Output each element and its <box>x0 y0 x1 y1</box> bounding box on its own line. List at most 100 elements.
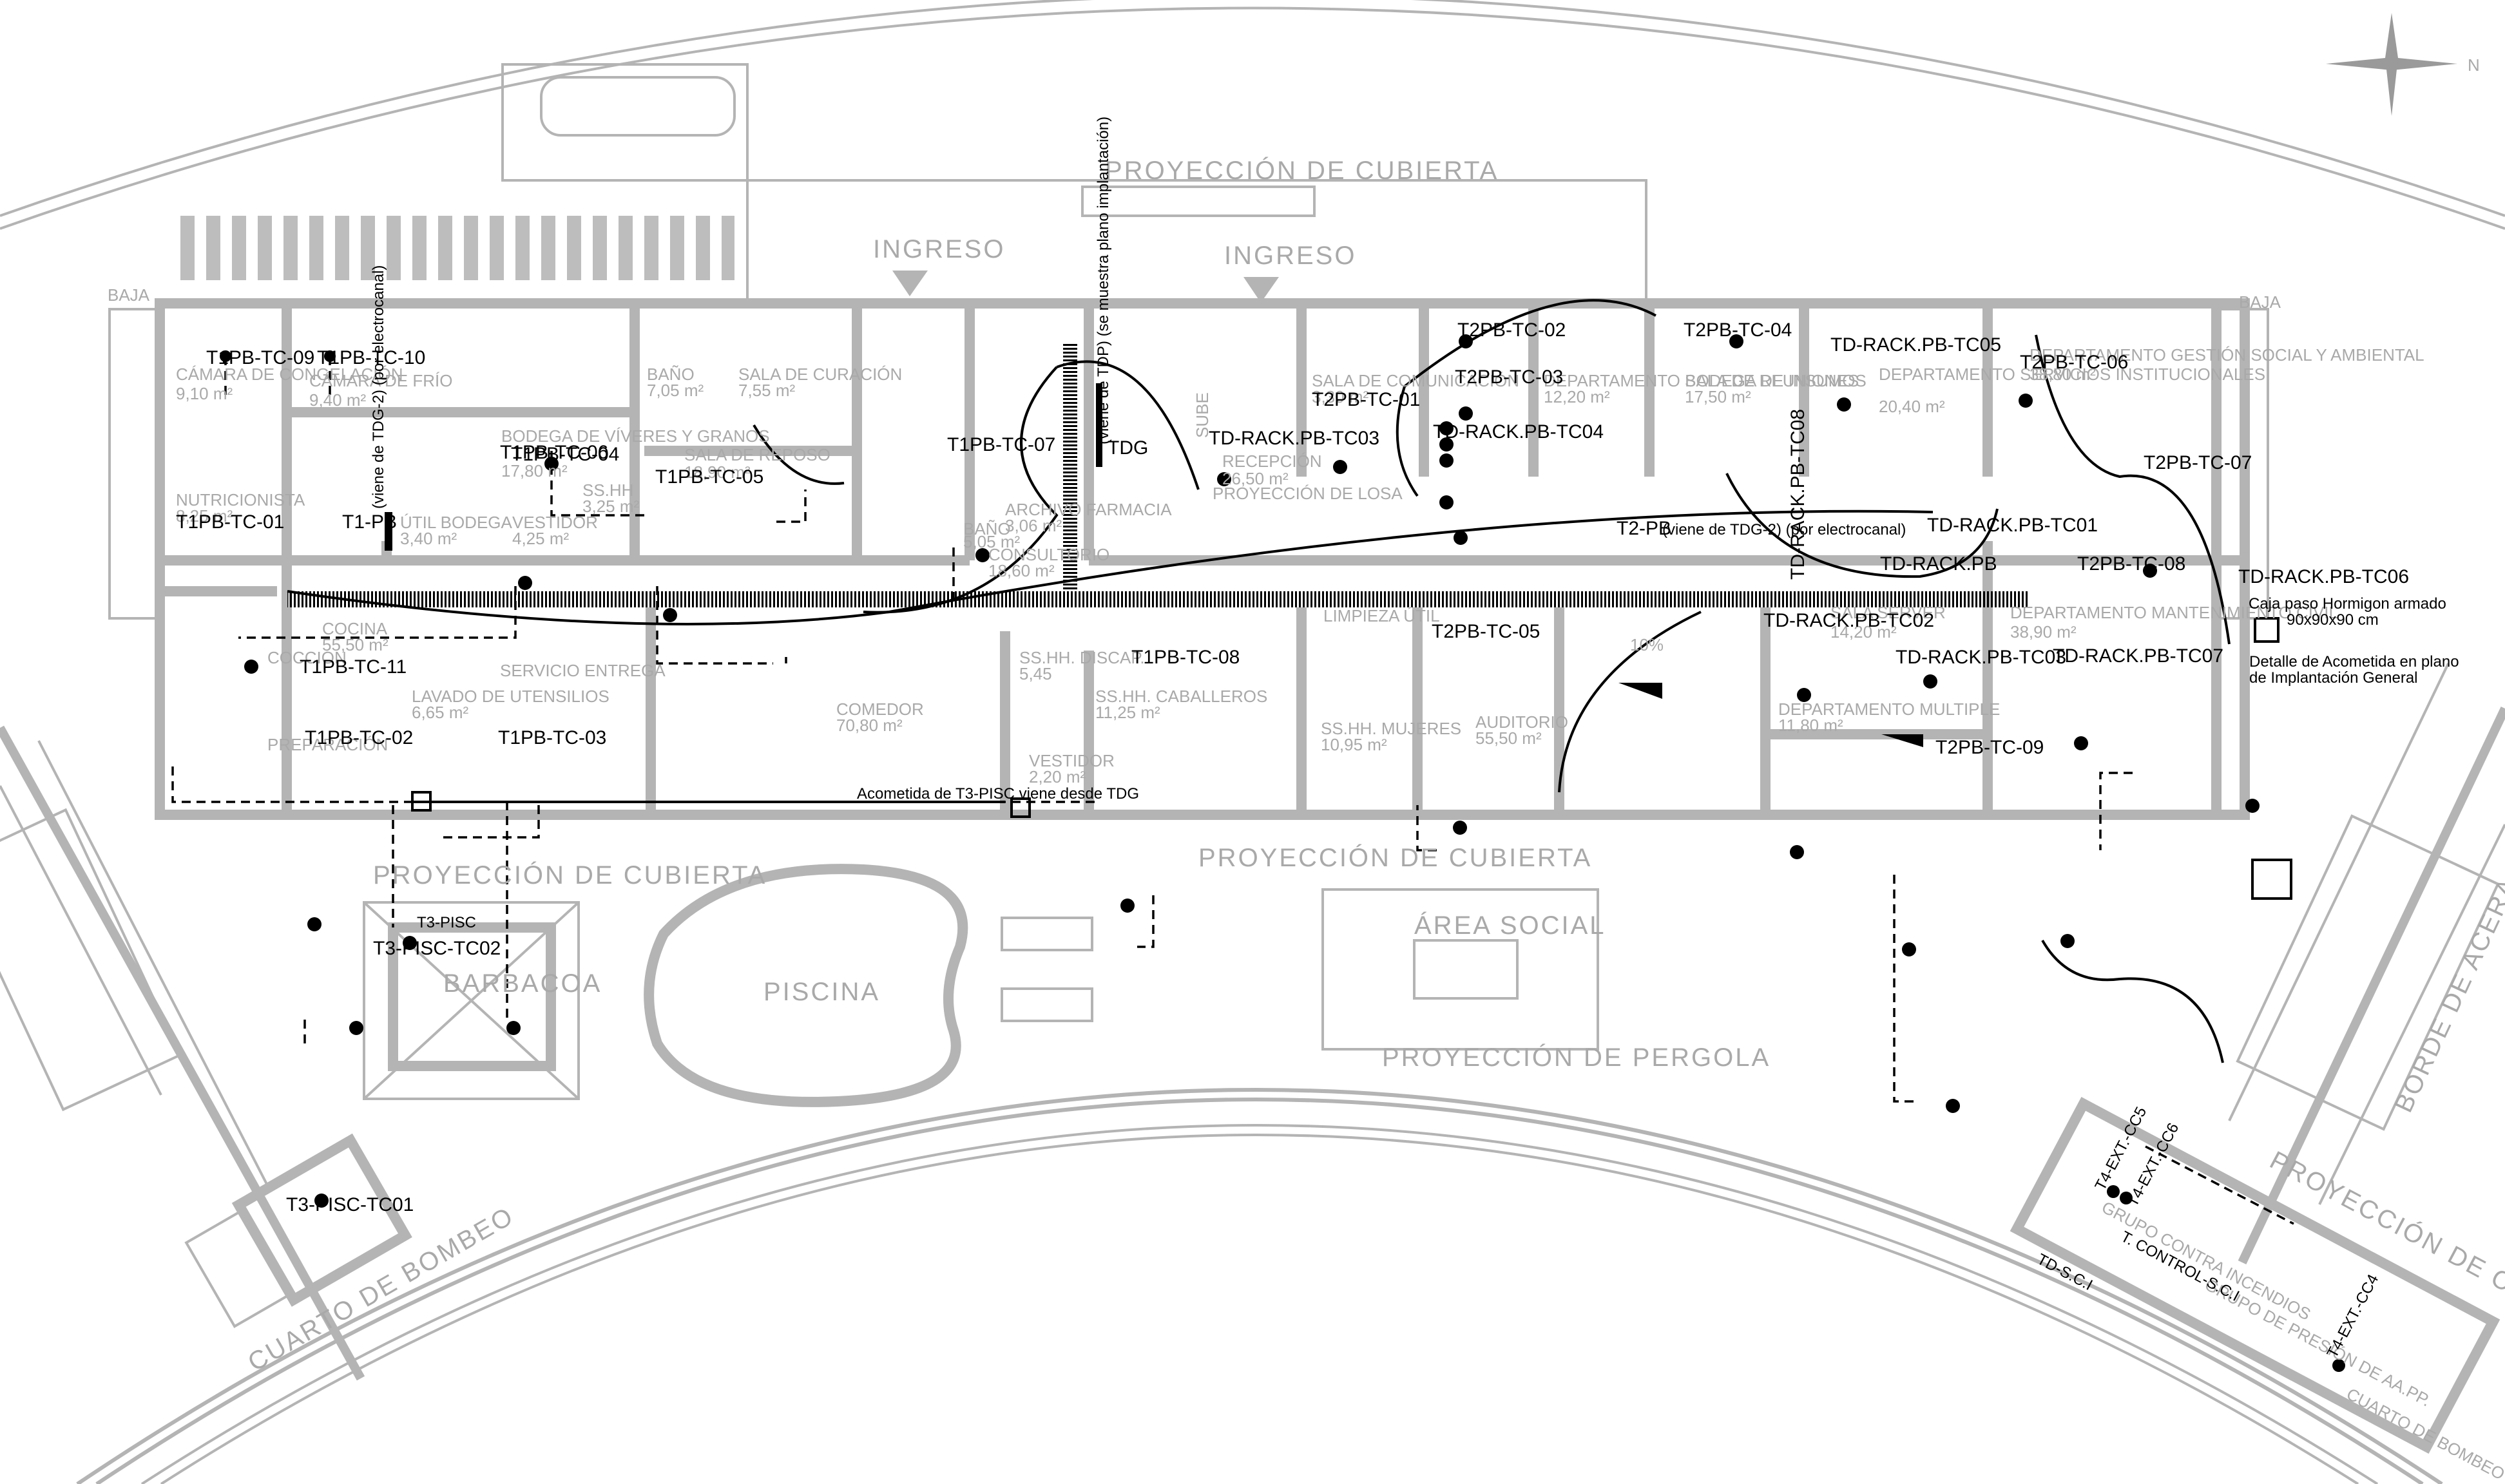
circuit-label: T1PB-TC-05 <box>655 466 763 488</box>
circuit-label: TDG <box>1108 437 1148 459</box>
svg-text:COMEDOR: COMEDOR <box>836 699 924 719</box>
circuit-label: TD-RACK.PB-TC03 <box>1209 428 1379 449</box>
svg-text:BODEGA DE VÍVERES Y GRANOS: BODEGA DE VÍVERES Y GRANOS <box>501 426 770 446</box>
svg-text:DEPARTAMENTO SERVICIOS INSTITU: DEPARTAMENTO SERVICIOS INSTITUCIONALES <box>1879 365 2265 384</box>
note-tdp-feed: (viene de TDP) (se muestra plano implant… <box>1095 117 1112 444</box>
room: SS.HH. DISCAP.5,45 <box>1019 648 1145 683</box>
room: BODEGA DE VÍVERES Y GRANOS 17,80 m² <box>501 426 770 480</box>
svg-text:26,50 m²: 26,50 m² <box>1222 469 1289 488</box>
tdg-panel <box>1096 383 1102 467</box>
heading-baja-left: BAJA <box>108 285 150 305</box>
room: DEPARTAMENTO GESTIÓN SOCIAL Y AMBIENTAL3… <box>2030 345 2424 384</box>
svg-text:55,50 m²: 55,50 m² <box>1475 728 1542 748</box>
svg-text:COCCIÓN: COCCIÓN <box>267 648 347 667</box>
circuit-label: T1PB-TC-03 <box>498 727 606 748</box>
svg-text:11,25 m²: 11,25 m² <box>1095 703 1160 722</box>
circuit-labels: T1PB-TC-09 T1PB-TC-10 T1PB-TC-06 T1PB-TC… <box>176 319 2409 1361</box>
circuit-label: TD-RACK.PB-TC02 <box>1763 610 1934 631</box>
svg-text:7,05 m²: 7,05 m² <box>647 381 704 400</box>
circuit-label: T1PB-TC-07 <box>947 434 1055 455</box>
svg-text:10%: 10% <box>1630 635 1664 654</box>
circuit-label: T1PB-TC-01 <box>176 511 284 533</box>
heading-area-social: ÁREA SOCIAL <box>1414 911 1606 940</box>
svg-text:17,50 m²: 17,50 m² <box>1685 387 1751 406</box>
svg-text:20,40 m²: 20,40 m² <box>1879 397 1945 416</box>
circuit-label: TD-RACK.PB <box>1880 553 1997 575</box>
heading-cubierta-barbacoa: PROYECCIÓN DE CUBIERTA <box>373 861 767 889</box>
circuit-label: T2-PB <box>1617 518 1671 539</box>
svg-text:SS.HH: SS.HH <box>582 480 633 500</box>
main-building <box>108 298 2269 820</box>
room: DEPARTAMENTO SERVICIOS INSTITUCIONALES 20… <box>1879 365 2265 416</box>
bombeo-right <box>2010 1097 2500 1454</box>
svg-text:BAÑO: BAÑO <box>647 365 695 384</box>
svg-text:3,25 m²: 3,25 m² <box>582 497 639 516</box>
circuit-label: T1PB-TC-08 <box>1131 647 1240 668</box>
circuit-label: TD-RACK.PB-TC01 <box>1927 515 2098 536</box>
circuit-label: TD-RACK.PB-TC06 <box>2238 566 2409 587</box>
room: LIMPIEZA ÚTIL <box>1323 606 1440 625</box>
circuit-label: T2PB-TC-04 <box>1684 319 1792 341</box>
svg-text:SALA DE CURACIÓN: SALA DE CURACIÓN <box>738 365 902 384</box>
svg-text:PREPARACIÓN: PREPARACIÓN <box>267 735 388 754</box>
circuit-label: TD-RACK.PB-TC07 <box>2053 645 2223 667</box>
circuit-label: T1-PB <box>342 511 397 533</box>
svg-text:LAVADO DE UTENSILIOS: LAVADO DE UTENSILIOS <box>412 687 609 706</box>
circuit-label: T3-PISC <box>417 914 476 931</box>
svg-text:AUDITORIO: AUDITORIO <box>1475 712 1568 732</box>
heading-piscina: PISCINA <box>763 978 880 1006</box>
note-t2-feed: (viene de TDG-2) (por electrocanal) <box>1662 521 1906 538</box>
circuit-label: T4-EXT.-CC4 <box>2323 1271 2382 1361</box>
corridor-raceway <box>287 591 2030 607</box>
svg-text:ÚTIL BODEGA: ÚTIL BODEGA <box>400 513 513 532</box>
svg-text:VESTIDOR: VESTIDOR <box>1029 751 1115 770</box>
svg-text:DEPARTAMENTO MULTIPLE: DEPARTAMENTO MULTIPLE <box>1778 699 2000 719</box>
circuit-label: T2PB-TC-03 <box>1455 366 1563 388</box>
electrical-circuits <box>171 299 2345 1372</box>
room: PREPARACIÓN <box>267 735 388 754</box>
exterior-features <box>363 864 1599 1107</box>
svg-text:4,25 m²: 4,25 m² <box>512 529 569 548</box>
svg-text:CONSULTORIO: CONSULTORIO <box>988 545 1109 564</box>
north-compass-icon: N <box>2326 13 2480 116</box>
circuit-label: TD-RACK.PB-TC03 <box>1896 647 2066 668</box>
circuit-label: T1PB-TC-06 <box>500 442 608 463</box>
circuit-label: T1PB-TC-02 <box>305 727 413 748</box>
svg-text:18,90 m²: 18,90 m² <box>684 462 751 482</box>
svg-text:2,20 m²: 2,20 m² <box>1029 767 1086 786</box>
circuit-label: T2PB-TC-02 <box>1457 319 1566 341</box>
svg-text:18,60 m²: 18,60 m² <box>988 561 1055 580</box>
circuit-label: T1PB-TC-09 <box>206 347 314 368</box>
note-t1-feed: (viene de TDG-2) (por electrocanal) <box>370 265 387 509</box>
svg-text:LIMPIEZA ÚTIL: LIMPIEZA ÚTIL <box>1323 606 1440 625</box>
heading-cubierta-top: PROYECCIÓN DE CUBIERTA <box>1105 156 1499 185</box>
svg-text:6,65 m²: 6,65 m² <box>412 703 468 722</box>
svg-text:SALA DE REUNIONES: SALA DE REUNIONES <box>1685 371 1859 390</box>
svg-text:SALA SERVER: SALA SERVER <box>1830 603 1946 622</box>
heading-losa: PROYECCIÓN DE LOSA <box>1213 484 1403 503</box>
svg-text:3,06 m²: 3,06 m² <box>1005 516 1062 535</box>
heading-sube: SUBE <box>1193 392 1212 438</box>
note-caja-2: 90x90x90 cm <box>2287 611 2379 629</box>
circuit-label: T2PB-TC-08 <box>2077 553 2185 575</box>
room: COCCIÓN <box>267 648 347 667</box>
svg-text:17,80 m²: 17,80 m² <box>501 461 568 480</box>
bombeo-left <box>184 1133 412 1329</box>
svg-text:RECEPCIÓN: RECEPCIÓN <box>1222 452 1322 471</box>
svg-text:DEPARTAMENTO MANTENIMIENTO CIV: DEPARTAMENTO MANTENIMIENTO CIVIL <box>2010 603 2338 622</box>
svg-text:CÁMARA DE FRÍO: CÁMARA DE FRÍO <box>309 371 452 390</box>
svg-text:11,80 m²: 11,80 m² <box>1778 716 1843 735</box>
compass-label: N <box>2468 55 2480 75</box>
circuit-label: T2PB-TC-06 <box>2020 352 2128 373</box>
svg-text:38,90 m²: 38,90 m² <box>2010 622 2077 642</box>
svg-text:3,30 m²: 3,30 m² <box>1312 387 1368 406</box>
